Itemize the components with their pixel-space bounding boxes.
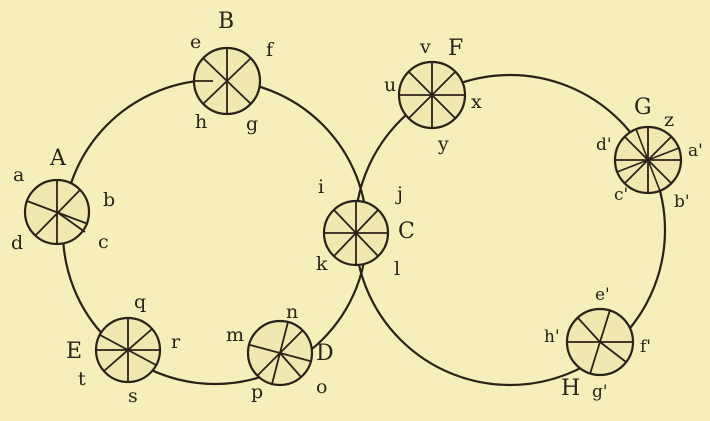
- label-k: k: [316, 253, 328, 275]
- label-h: h: [195, 111, 207, 133]
- label-i: i: [318, 176, 324, 198]
- label-f: f: [266, 39, 275, 61]
- label-D: D: [316, 341, 334, 366]
- label-e-prime: e': [595, 285, 610, 305]
- wheel-H: [565, 307, 635, 377]
- label-s: s: [128, 385, 138, 407]
- label-c: c: [98, 231, 109, 253]
- wheel-B: [192, 46, 262, 116]
- label-G: G: [634, 95, 652, 120]
- label-C: C: [398, 219, 415, 244]
- label-E: E: [66, 339, 82, 364]
- label-r: r: [171, 331, 181, 353]
- label-H: H: [561, 376, 580, 401]
- wheel-G: [613, 125, 683, 195]
- label-d: d: [11, 232, 23, 254]
- label-l: l: [394, 258, 400, 280]
- label-g: g: [246, 113, 258, 135]
- label-m: m: [226, 324, 244, 346]
- label-B: B: [218, 9, 234, 34]
- label-f-prime: f': [640, 337, 651, 357]
- label-b: b: [103, 189, 115, 211]
- label-x: x: [471, 91, 482, 113]
- wheel-E: [94, 316, 162, 384]
- label-p: p: [251, 381, 263, 403]
- wheel-D: [246, 319, 314, 387]
- label-n: n: [286, 301, 298, 323]
- label-q: q: [134, 291, 146, 313]
- label-u: u: [384, 74, 396, 96]
- label-g-prime: g': [592, 382, 608, 402]
- label-e: e: [190, 31, 201, 53]
- label-o: o: [316, 376, 327, 398]
- label-c-prime: c': [614, 185, 628, 205]
- label-d-prime: d': [596, 135, 612, 155]
- label-t: t: [78, 368, 86, 390]
- label-F: F: [448, 36, 463, 61]
- label-a: a: [13, 164, 24, 186]
- label-z: z: [664, 109, 674, 131]
- label-a-prime: a': [688, 141, 703, 161]
- label-v: v: [419, 36, 431, 58]
- label-b-prime: b': [674, 192, 690, 212]
- wheel-A: [23, 178, 91, 246]
- label-h-prime: h': [544, 327, 560, 347]
- label-j: j: [395, 183, 403, 205]
- wheel-F: [397, 60, 467, 130]
- wheel-C: [322, 199, 390, 267]
- label-y: y: [437, 133, 449, 155]
- label-A: A: [49, 146, 67, 171]
